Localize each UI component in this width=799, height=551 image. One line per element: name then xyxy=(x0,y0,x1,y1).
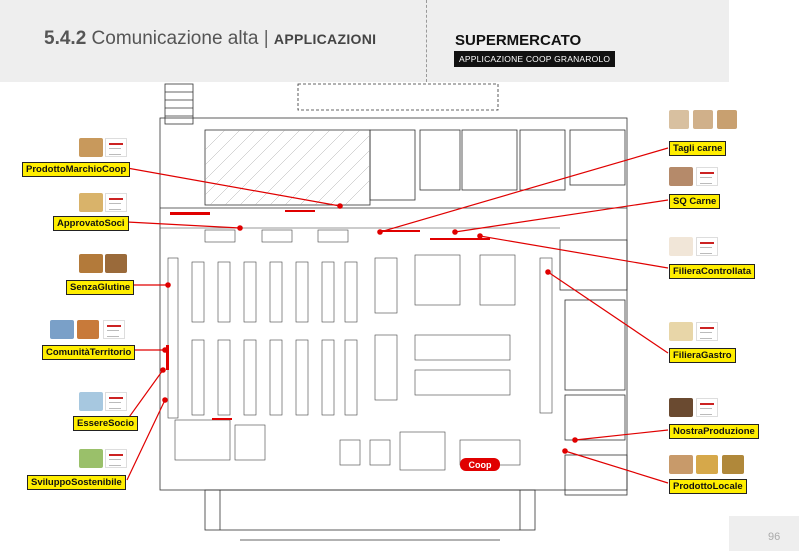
page-number: 96 xyxy=(768,531,781,543)
label-approvato-soci: ApprovatoSoci xyxy=(53,216,129,231)
section-category: APPLICAZIONI xyxy=(273,31,377,47)
header-divider xyxy=(426,0,427,82)
thumb-filiera-gastro-photo xyxy=(669,322,693,341)
thumb-comunita-photo-2 xyxy=(77,320,99,339)
thumb-filiera-controllata-photo xyxy=(669,237,693,256)
label-essere-socio: EssereSocio xyxy=(73,416,139,431)
label-prodotto-marchio-coop: ProdottoMarchioCoop xyxy=(22,162,131,177)
label-filiera-gastro: FilieraGastro xyxy=(669,348,736,363)
thumb-tagli-carne-2 xyxy=(693,110,713,129)
label-nostra-produzione: NostraProduzione xyxy=(669,424,759,439)
label-sq-carne: SQ Carne xyxy=(669,194,721,209)
thumb-essere-socio-card xyxy=(105,392,127,411)
thumb-tagli-carne-1 xyxy=(669,110,689,129)
title-separator: | xyxy=(263,28,269,49)
thumb-filiera-gastro-card xyxy=(696,322,718,341)
thumb-senza-glutine-photo xyxy=(79,254,103,273)
label-comunita-territorio: ComunitàTerritorio xyxy=(42,345,136,360)
thumb-sviluppo-card xyxy=(105,449,127,468)
page-number-box xyxy=(729,516,799,551)
page-title: 5.4.2 Comunicazione alta | APPLICAZIONI xyxy=(44,28,376,50)
thumb-comunita-card xyxy=(103,320,125,339)
thumb-sq-carne-photo xyxy=(669,167,693,186)
thumb-tagli-carne-3 xyxy=(717,110,737,129)
subtitle: SUPERMERCATO xyxy=(455,32,582,49)
section-title: Comunicazione alta xyxy=(91,28,259,49)
thumb-sq-carne-card xyxy=(696,167,718,186)
thumb-filiera-controllata-card xyxy=(696,237,718,256)
label-prodotto-locale: ProdottoLocale xyxy=(669,479,747,494)
thumb-prodotto-marchio-coop-card xyxy=(105,138,127,157)
coop-logo-text: Coop xyxy=(469,460,492,470)
thumb-prodotto-marchio-coop-photo xyxy=(79,138,103,157)
thumb-prodotto-locale-photo-1 xyxy=(669,455,693,474)
thumb-prodotto-locale-photo-3 xyxy=(722,455,744,474)
label-sviluppo-sostenibile: SviluppoSostenibile xyxy=(27,475,126,490)
thumb-nostra-produzione-card xyxy=(696,398,718,417)
thumb-essere-socio-photo xyxy=(79,392,103,411)
thumb-comunita-photo-1 xyxy=(50,320,74,339)
label-senza-glutine: SenzaGlutine xyxy=(66,280,135,295)
thumb-prodotto-locale-photo-2 xyxy=(696,455,718,474)
header-band xyxy=(0,0,729,82)
thumb-approvato-soci-card xyxy=(105,193,127,212)
label-tagli-carne: Tagli carne xyxy=(669,141,727,156)
label-filiera-controllata: FilieraControllata xyxy=(669,264,756,279)
thumb-nostra-produzione-photo xyxy=(669,398,693,417)
subtitle-badge: APPLICAZIONE COOP GRANAROLO xyxy=(454,51,616,67)
thumb-senza-glutine-photo-2 xyxy=(105,254,127,273)
thumb-sviluppo-photo xyxy=(79,449,103,468)
coop-logo-shape xyxy=(460,458,500,471)
thumb-approvato-soci-photo xyxy=(79,193,103,212)
section-number: 5.4.2 xyxy=(44,28,87,49)
